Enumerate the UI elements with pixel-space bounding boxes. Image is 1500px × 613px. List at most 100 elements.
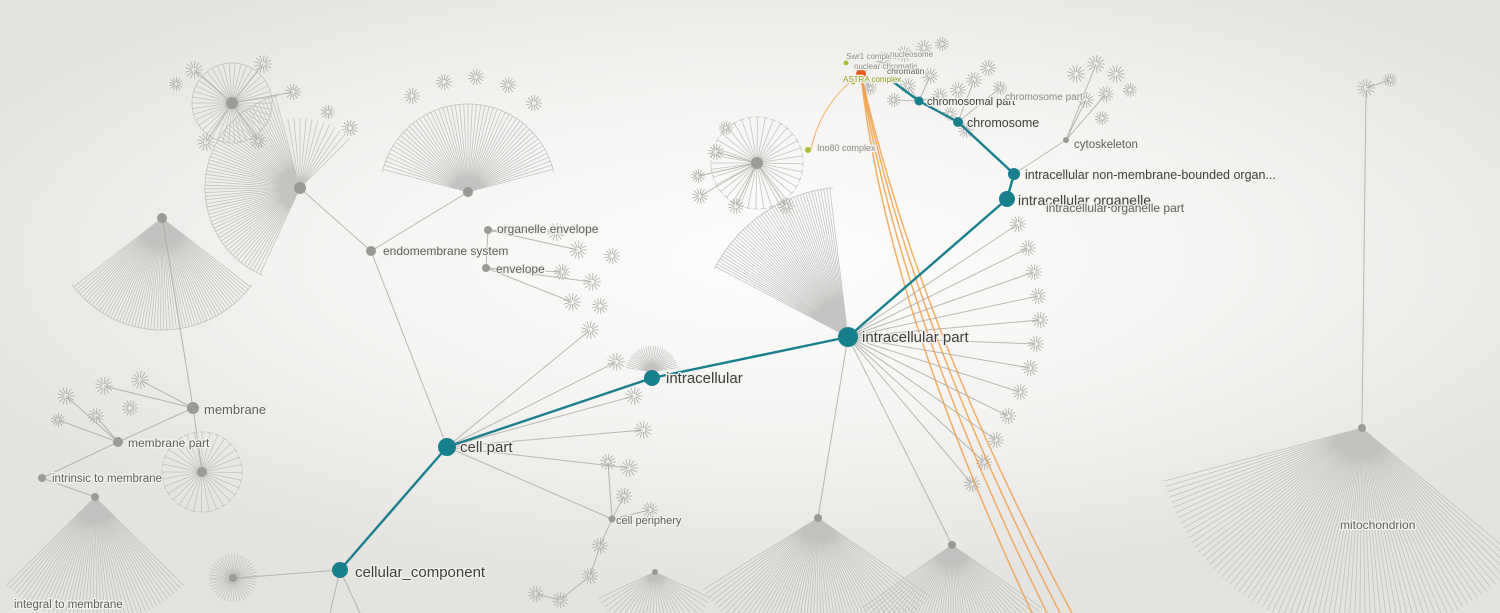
graph-label[interactable]: intracellular: [665, 369, 744, 389]
leaf-burst: [1357, 79, 1375, 97]
leaf-burst: [1078, 92, 1094, 108]
radial-fan: [204, 95, 301, 276]
leaf-burst: [691, 169, 705, 183]
radial-fan: [209, 553, 258, 603]
leaf-burst: [642, 502, 658, 518]
leaf-burst: [321, 105, 335, 119]
highlight-path: [338, 76, 1016, 572]
graph-label[interactable]: intracellular organelle: [1017, 191, 1153, 210]
graph-node-intrinsic-to-membrane[interactable]: [38, 474, 46, 482]
leaf-burst: [185, 61, 203, 79]
leaf-burst: [1383, 73, 1397, 87]
radial-fan: [287, 118, 350, 189]
leaf-burst: [95, 377, 113, 395]
leaf-burst: [569, 241, 587, 259]
leaf-burst: [604, 248, 620, 264]
graph-label: cytoskeleton: [1074, 139, 1138, 151]
graph-node-mitochondrion-apex[interactable]: [1358, 424, 1366, 432]
graph-label[interactable]: chromosomal part: [926, 95, 1017, 110]
graph-node-related-term[interactable]: [850, 79, 856, 85]
graph-node-intracellular-organelle[interactable]: [999, 191, 1015, 207]
selection-edge: [810, 73, 862, 150]
graph-node-cluster-hub[interactable]: [948, 541, 956, 549]
graph-label: intracellular organelle part: [1046, 201, 1185, 215]
leaf-burst: [922, 68, 938, 84]
highlight-path-layer: [338, 76, 1016, 572]
graph-label: envelope: [496, 262, 545, 276]
graph-node-chromosomal-part[interactable]: [914, 96, 924, 106]
leaf-burst: [607, 353, 625, 371]
fan-layer: [6, 62, 1500, 613]
graph-node-cluster-hub[interactable]: [229, 574, 237, 582]
selection-edge: [860, 73, 1061, 613]
leaf-burst: [1010, 216, 1026, 232]
graph-node-organelle-envelope[interactable]: [484, 226, 492, 234]
graph-label: Ino80 complex: [817, 143, 876, 153]
graph-label: Swr1 complex: [846, 52, 896, 61]
radial-fan: [381, 103, 555, 193]
graph-node-cell-periphery[interactable]: [608, 515, 616, 523]
gray-edge-layer: [41, 59, 1391, 613]
graph-node-intracellular-part[interactable]: [838, 327, 858, 347]
leaf-burst: [583, 273, 601, 291]
graph-node-membrane-part[interactable]: [113, 437, 123, 447]
leaf-burst: [1026, 264, 1042, 280]
graph-label: endomembrane system: [383, 244, 508, 258]
graph-label[interactable]: cellular_component: [354, 563, 487, 583]
leaf-burst: [1087, 55, 1105, 73]
leaf-burst: [863, 81, 877, 95]
graph-node-cluster-hub[interactable]: [294, 182, 306, 194]
node-layer: [38, 60, 1366, 582]
leaf-burst: [468, 69, 484, 85]
radial-fan: [598, 571, 712, 613]
leaf-burst: [935, 37, 949, 51]
graph-label[interactable]: intracellular part: [861, 328, 971, 348]
radial-fan: [6, 496, 184, 613]
graph-node-cluster-hub[interactable]: [463, 187, 473, 197]
graph-node-selected-term[interactable]: [856, 69, 866, 79]
graph-node-intracellular-non-membrane-bounded-organelle[interactable]: [1008, 168, 1020, 180]
graph-node-ino80-complex[interactable]: [805, 147, 811, 153]
graph-node-endomembrane-system[interactable]: [366, 246, 376, 256]
leaf-burst: [896, 46, 912, 62]
graph-node-membrane[interactable]: [187, 402, 199, 414]
leaf-burst: [625, 387, 643, 405]
graph-node-chromosome[interactable]: [953, 117, 963, 127]
leaf-burst: [1028, 336, 1044, 352]
leaf-burst: [554, 264, 570, 280]
leaf-burst: [1107, 65, 1125, 83]
graph-node-cell-part[interactable]: [438, 438, 456, 456]
leaf-burst: [1067, 65, 1085, 83]
graph-label: mitochondrion: [1340, 518, 1415, 532]
graph-node-intracellular[interactable]: [644, 370, 660, 386]
graph-label[interactable]: cell part: [459, 438, 515, 458]
graph-node-cluster-hub[interactable]: [157, 213, 167, 223]
graph-node-cluster-hub[interactable]: [652, 569, 658, 575]
graph-node-cellular-component[interactable]: [332, 562, 348, 578]
graph-node-cluster-hub[interactable]: [197, 467, 207, 477]
graph-label: nucleosome: [890, 50, 934, 59]
radial-fan: [703, 517, 929, 613]
leaf-burst: [692, 188, 708, 204]
graph-label: integral to membrane: [14, 599, 123, 611]
graph-node-envelope[interactable]: [482, 264, 490, 272]
graph-node-related-term[interactable]: [843, 60, 849, 66]
graph-label: chromatin: [887, 66, 925, 76]
graph-node-cluster-hub[interactable]: [814, 514, 822, 522]
leaf-burst: [581, 321, 599, 339]
selection-edge-layer: [810, 73, 1073, 613]
leaf-burst: [122, 400, 138, 416]
leaf-burst: [728, 198, 744, 214]
graph-node-cluster-hub[interactable]: [91, 493, 99, 501]
graph-node-cytoskeleton-junction[interactable]: [1063, 137, 1069, 143]
graph-edges: [41, 59, 1391, 613]
graph-node-cluster-hub[interactable]: [751, 157, 763, 169]
graph-label[interactable]: chromosome: [966, 115, 1041, 132]
graph-label[interactable]: intracellular non-membrane-bounded organ…: [1024, 167, 1277, 184]
leaf-burst: [1022, 360, 1038, 376]
leaf-burst: [57, 387, 75, 405]
graph-node-cluster-hub[interactable]: [226, 97, 238, 109]
leaf-burst: [620, 459, 638, 477]
